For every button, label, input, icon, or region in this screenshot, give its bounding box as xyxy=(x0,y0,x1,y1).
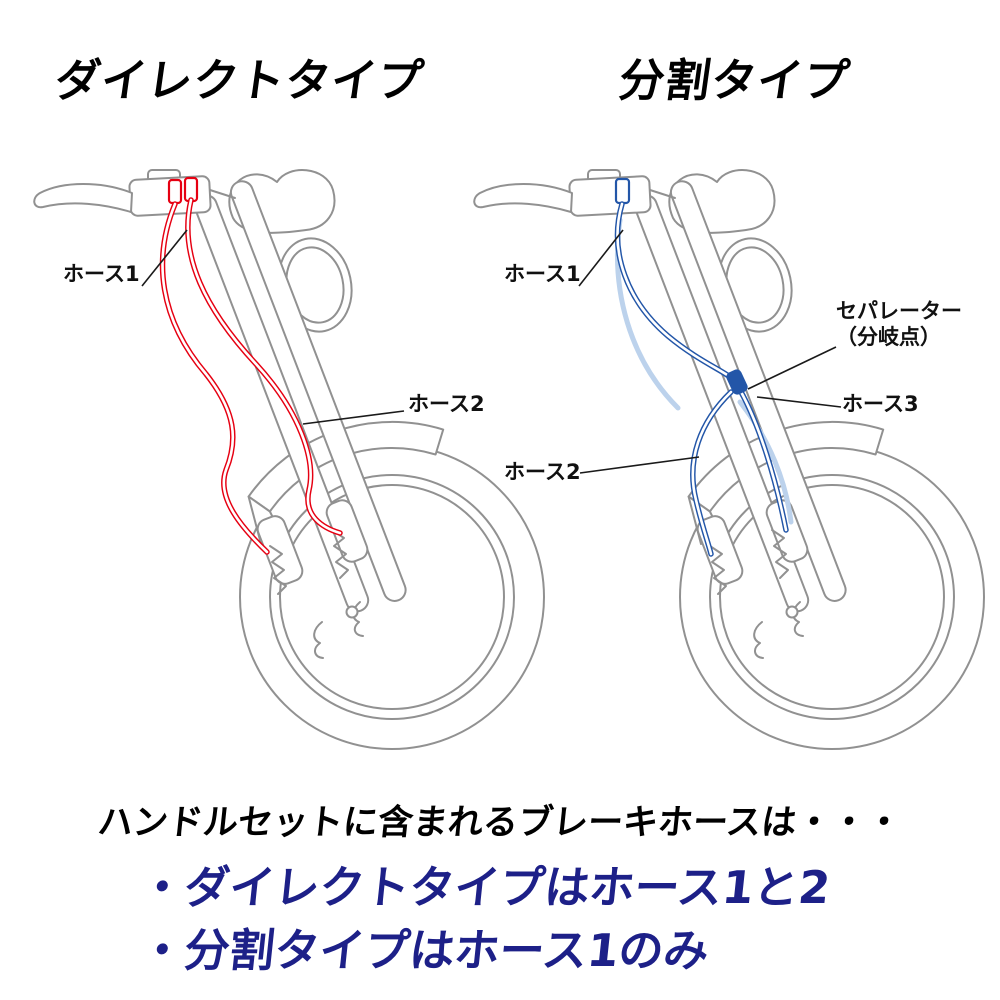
label-split-hose2: ホース2 xyxy=(504,460,581,484)
leader-lines xyxy=(141,229,842,474)
leader-direct-hose2 xyxy=(302,410,405,425)
separator-fitting xyxy=(726,369,748,395)
split-fitting xyxy=(614,177,631,205)
leader-split-hose1 xyxy=(578,229,624,287)
label-split-hose3: ホース3 xyxy=(842,392,919,416)
label-split-separator: セパレーター （分岐点） xyxy=(836,298,962,351)
title-split: 分割タイプ xyxy=(615,54,854,107)
footer-intro: ハンドルセットに含まれるブレーキホースは・・・ xyxy=(95,803,904,843)
leader-split-hose3 xyxy=(756,396,842,408)
split-hoses xyxy=(614,177,794,557)
label-split-separator-line2: （分岐点） xyxy=(836,325,941,350)
label-direct-hose2: ホース2 xyxy=(408,392,485,416)
bullet-direct-type: ・ダイレクトタイプはホース1と2 xyxy=(136,861,833,914)
leader-direct-hose1 xyxy=(141,229,188,287)
leader-split-separator xyxy=(747,346,837,390)
bullet-split-type: ・分割タイプはホース1のみ xyxy=(136,924,712,977)
label-split-separator-line1: セパレーター xyxy=(836,299,962,323)
label-direct-hose1: ホース1 xyxy=(63,262,140,286)
direct-fitting-1 xyxy=(167,178,183,205)
direct-hoses xyxy=(159,176,343,555)
title-direct: ダイレクトタイプ xyxy=(51,54,428,107)
label-split-hose1: ホース1 xyxy=(504,262,581,286)
direct-bike-art xyxy=(33,169,545,750)
leader-split-hose2 xyxy=(579,456,700,474)
